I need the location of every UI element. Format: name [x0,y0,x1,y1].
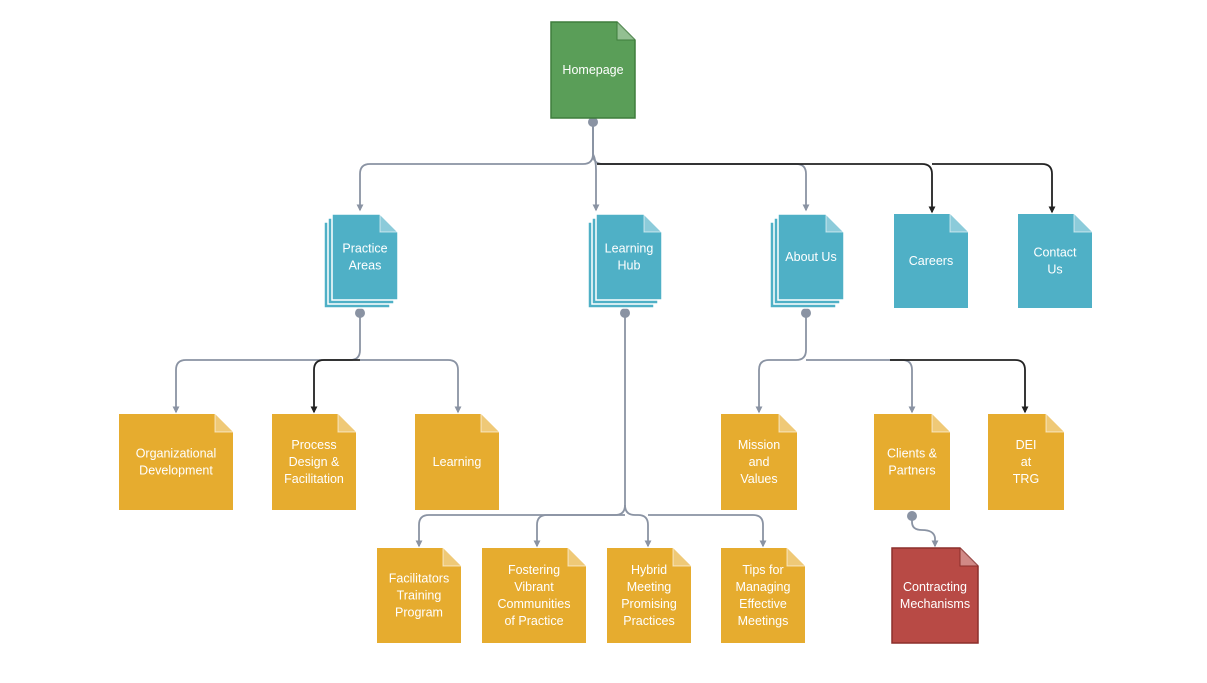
connector-homepage-to-contact-us [932,163,1056,214]
homepage-connector-dot [588,117,598,127]
node-homepage[interactable]: Homepage [550,21,636,119]
connector-learning-hub-to-hybrid-meeting [624,504,652,548]
connector-about-us-to-clients-partners [806,359,916,414]
connector-learning-hub-to-facilitators-training [415,313,626,548]
connector-clients-partners-to-contracting-mechanisms [911,516,939,548]
connector-homepage-to-careers [597,163,936,214]
node-label-homepage: Homepage [562,63,623,77]
node-label-about-us: About Us [785,250,836,264]
connector-practice-areas-to-org-development [172,313,361,414]
connectors [172,117,1056,548]
connector-practice-areas-to-learning [360,359,462,414]
node-learning[interactable]: Learning [415,414,499,510]
node-label-learning: Learning [433,455,482,469]
node-label-careers: Careers [909,254,953,268]
node-clients-partners[interactable]: Clients &Partners [874,414,950,510]
connector-about-us-to-dei-trg [890,359,1029,414]
learning-hub-connector-dot [620,308,630,318]
node-about-us[interactable]: About Us [769,213,845,309]
connector-learning-hub-to-fostering-communities [533,514,625,548]
about-us-connector-dot [801,308,811,318]
connector-practice-areas-to-process-design [310,359,360,414]
clients-partners-connector-dot [907,511,917,521]
node-label-clients-partners: Clients &Partners [887,447,938,478]
connector-learning-hub-to-tips-meetings [648,514,767,548]
practice-areas-connector-dot [355,308,365,318]
node-careers[interactable]: Careers [894,214,968,308]
connector-homepage-to-practice-areas [356,122,594,212]
connector-homepage-to-about-us [592,122,810,212]
connector-about-us-to-mission-values [755,313,807,414]
